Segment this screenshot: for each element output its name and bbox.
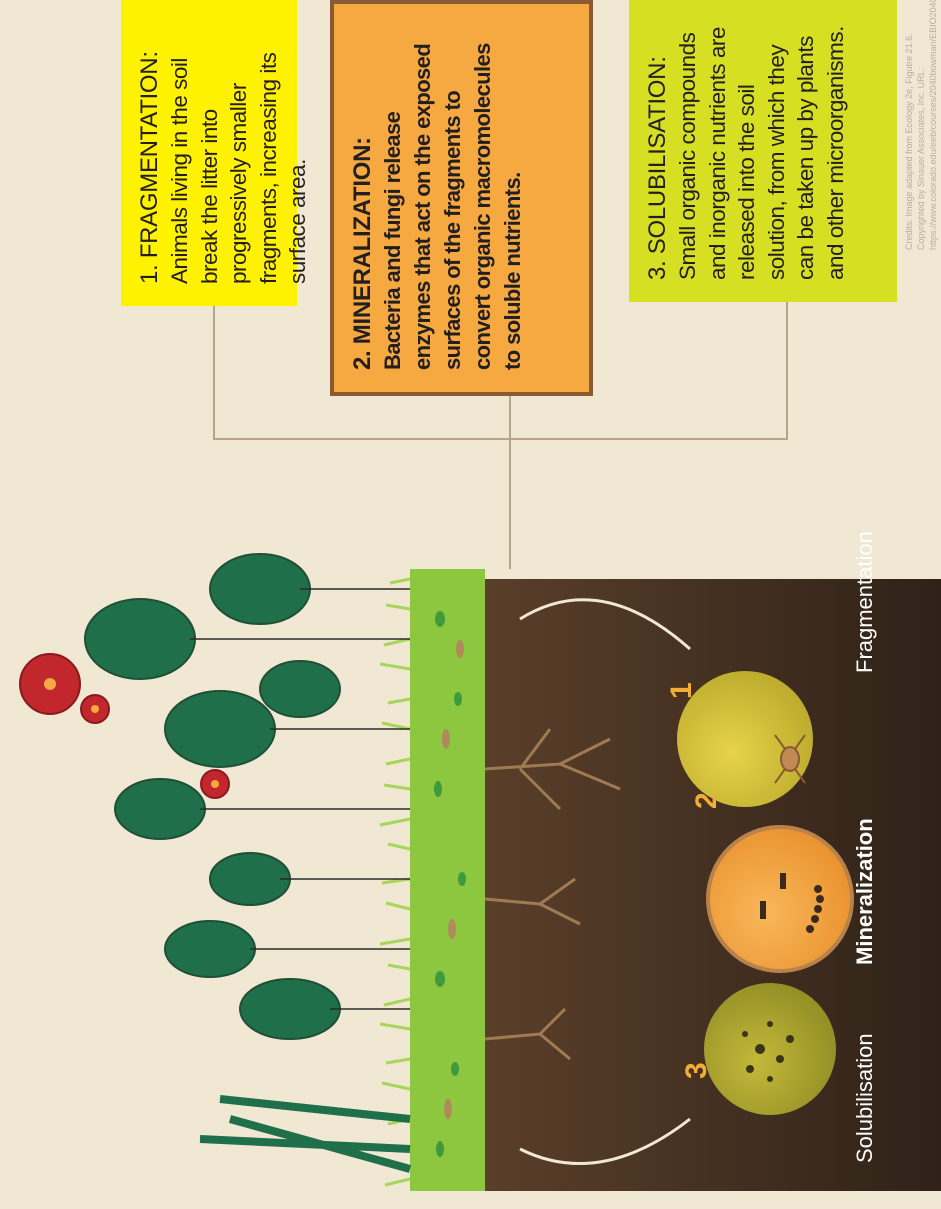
mineralization-body: Bacteria and fungi release enzymes that … [378,20,528,370]
fragmentation-label: Fragmentation [852,531,878,673]
litter-layer [410,569,485,1191]
mineralization-circle [708,827,852,971]
solubilisation-label: Solubilisation [852,1033,878,1163]
credits-text: Credits: Image adapted from Ecology 2e, … [903,10,941,250]
fragmentation-title: 1. FRAGMENTATION: [135,16,165,284]
plant-illustration [85,554,410,1169]
step-number-two: 2 [690,792,724,809]
step-number-three: 3 [680,1062,714,1079]
mineralization-title: 2. MINERALIZATION: [348,20,378,370]
mineralization-box: 2. MINERALIZATION: Bacteria and fungi re… [330,0,593,396]
solubilisation-title: 3. SOLUBILISATION: [643,16,673,280]
mineralization-label: Mineralization [852,818,878,965]
solubilisation-box: 3. SOLUBILISATION: Small organic compoun… [629,0,897,302]
grass-blades [380,579,410,1185]
solubilisation-circle [704,983,836,1115]
fragmentation-body: Animals living in the soil break the lit… [165,16,313,284]
solubilisation-body: Small organic compounds and inorganic nu… [673,16,850,280]
fragmentation-box: 1. FRAGMENTATION: Animals living in the … [121,0,297,306]
step-number-one: 1 [665,682,699,699]
